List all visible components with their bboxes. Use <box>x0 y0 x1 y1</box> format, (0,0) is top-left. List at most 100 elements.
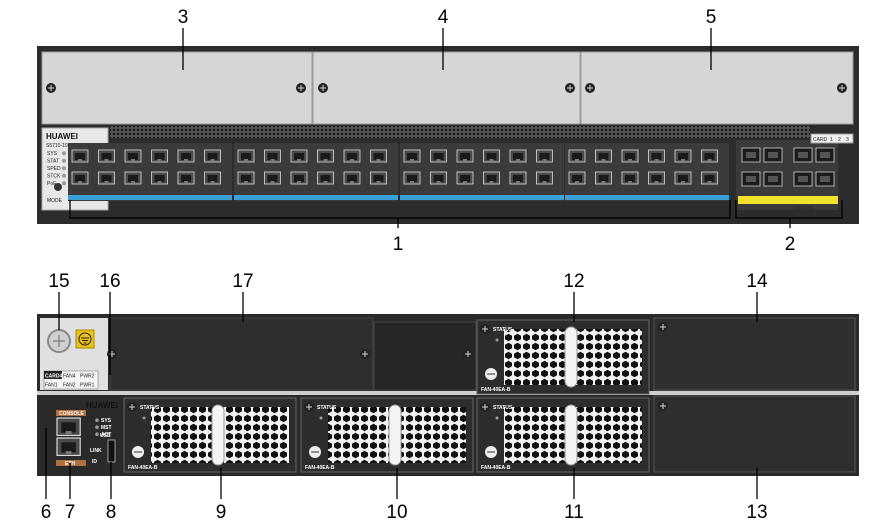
rj45-port[interactable] <box>701 149 718 163</box>
rj45-port[interactable] <box>317 171 334 185</box>
rj45-port[interactable] <box>98 149 115 163</box>
fan-handle[interactable] <box>388 404 402 466</box>
rj45-port[interactable] <box>621 149 639 163</box>
rj45-port[interactable] <box>648 171 665 185</box>
rj45-port[interactable] <box>509 149 527 163</box>
rj45-port[interactable] <box>536 149 553 163</box>
rj45-port[interactable] <box>403 171 421 185</box>
rj45-port[interactable] <box>264 149 281 163</box>
console-port[interactable] <box>56 417 81 437</box>
rj45-port[interactable] <box>343 171 361 185</box>
callout-13: 13 <box>746 502 767 523</box>
rj45-port[interactable] <box>204 171 221 185</box>
callout-12: 12 <box>563 271 584 292</box>
rj45-port[interactable] <box>456 171 474 185</box>
sfp-speed-label: 1000/10G <box>792 206 814 212</box>
slot-label-fan1: FAN1 <box>45 383 58 389</box>
indicator-led <box>62 173 66 178</box>
rj45-port[interactable] <box>98 171 115 185</box>
rj45-port[interactable] <box>204 149 221 163</box>
rj45-port[interactable] <box>124 149 142 163</box>
rj45-port[interactable] <box>674 149 692 163</box>
rj45-port[interactable] <box>71 149 89 163</box>
rj45-port[interactable] <box>595 171 612 185</box>
fan-model-label: FAN-40EA-B <box>305 465 335 471</box>
rj45-port[interactable] <box>483 171 500 185</box>
sfp-speed-strip <box>738 196 838 204</box>
slot-label-card4: CARD4 <box>45 374 62 380</box>
slot-label-pwr1: PWR1 <box>80 383 95 389</box>
sfp-port-area: 1000/10G <box>736 140 838 212</box>
callout-7: 7 <box>65 502 76 523</box>
rj45-port[interactable] <box>536 171 553 185</box>
rj45-port[interactable] <box>151 149 168 163</box>
callout-10: 10 <box>386 502 407 523</box>
indicator-led <box>62 151 66 156</box>
indicator-led <box>62 158 66 163</box>
rj45-port[interactable] <box>290 171 308 185</box>
rear-led-label: ACT <box>101 432 111 438</box>
rj45-port[interactable] <box>264 171 281 185</box>
callout-2: 2 <box>785 234 796 255</box>
fan-handle[interactable] <box>211 404 225 466</box>
rj45-port[interactable] <box>483 149 500 163</box>
rj45-port[interactable] <box>701 171 718 185</box>
rj45-port[interactable] <box>343 149 361 163</box>
rear-view: CARD4 FAN4 PWR2 FAN1 FAN2 PWR1 HUAWEI CO… <box>37 292 859 499</box>
rj45-port[interactable] <box>674 171 692 185</box>
rj45-port[interactable] <box>237 171 255 185</box>
front-brand: HUAWEI <box>46 132 78 141</box>
callout-numbers: 3 4 5 1 2 15 16 17 12 14 6 7 8 9 10 11 1… <box>41 7 796 523</box>
slot-label-table: CARD4 FAN4 PWR2 FAN1 FAN2 PWR1 <box>43 370 99 390</box>
card-slot-5 <box>580 51 854 125</box>
rj45-port[interactable] <box>568 171 586 185</box>
card-slot-3-label: 3 <box>846 137 849 143</box>
rj45-port[interactable] <box>370 149 387 163</box>
fan-handle[interactable] <box>564 326 578 388</box>
id-label: ID <box>92 459 97 465</box>
mode-button[interactable] <box>54 183 62 191</box>
callout-15: 15 <box>48 271 69 292</box>
rj45-port[interactable] <box>151 171 168 185</box>
indicator-label: STCK <box>47 174 61 180</box>
usb-port[interactable] <box>107 439 116 463</box>
rj45-port[interactable] <box>648 149 665 163</box>
fan-handle[interactable] <box>564 404 578 466</box>
rj45-port[interactable] <box>456 149 474 163</box>
rj45-port[interactable] <box>403 149 421 163</box>
rj45-port[interactable] <box>237 149 255 163</box>
rj45-port[interactable] <box>568 149 586 163</box>
rj45-port[interactable] <box>290 149 308 163</box>
rj45-port[interactable] <box>177 171 195 185</box>
card-label: CARD <box>813 137 828 143</box>
rj45-port[interactable] <box>317 149 334 163</box>
slot-label-pwr2: PWR2 <box>80 374 95 380</box>
rj45-port[interactable] <box>595 149 612 163</box>
rj45-port[interactable] <box>370 171 387 185</box>
ground-area: CARD4 FAN4 PWR2 FAN1 FAN2 PWR1 <box>40 318 108 390</box>
slot-label-fan4: FAN4 <box>63 374 76 380</box>
rj45-port[interactable] <box>124 171 142 185</box>
indicator-label: SPED <box>47 166 61 172</box>
rj45-port[interactable] <box>71 171 89 185</box>
rj45-port[interactable] <box>430 171 447 185</box>
rear-led <box>95 432 99 437</box>
rj45-port[interactable] <box>430 149 447 163</box>
rj45-port[interactable] <box>509 171 527 185</box>
bracket-2 <box>735 200 843 219</box>
rear-led-label: MST <box>101 425 112 431</box>
eth-port[interactable] <box>56 437 81 457</box>
rj45-port[interactable] <box>177 149 195 163</box>
rj45-port[interactable] <box>621 171 639 185</box>
rear-led <box>95 418 99 423</box>
callout-4: 4 <box>438 7 449 28</box>
rear-card-slot-17 <box>106 317 477 391</box>
callout-6: 6 <box>41 502 52 523</box>
callout-1: 1 <box>393 234 404 255</box>
